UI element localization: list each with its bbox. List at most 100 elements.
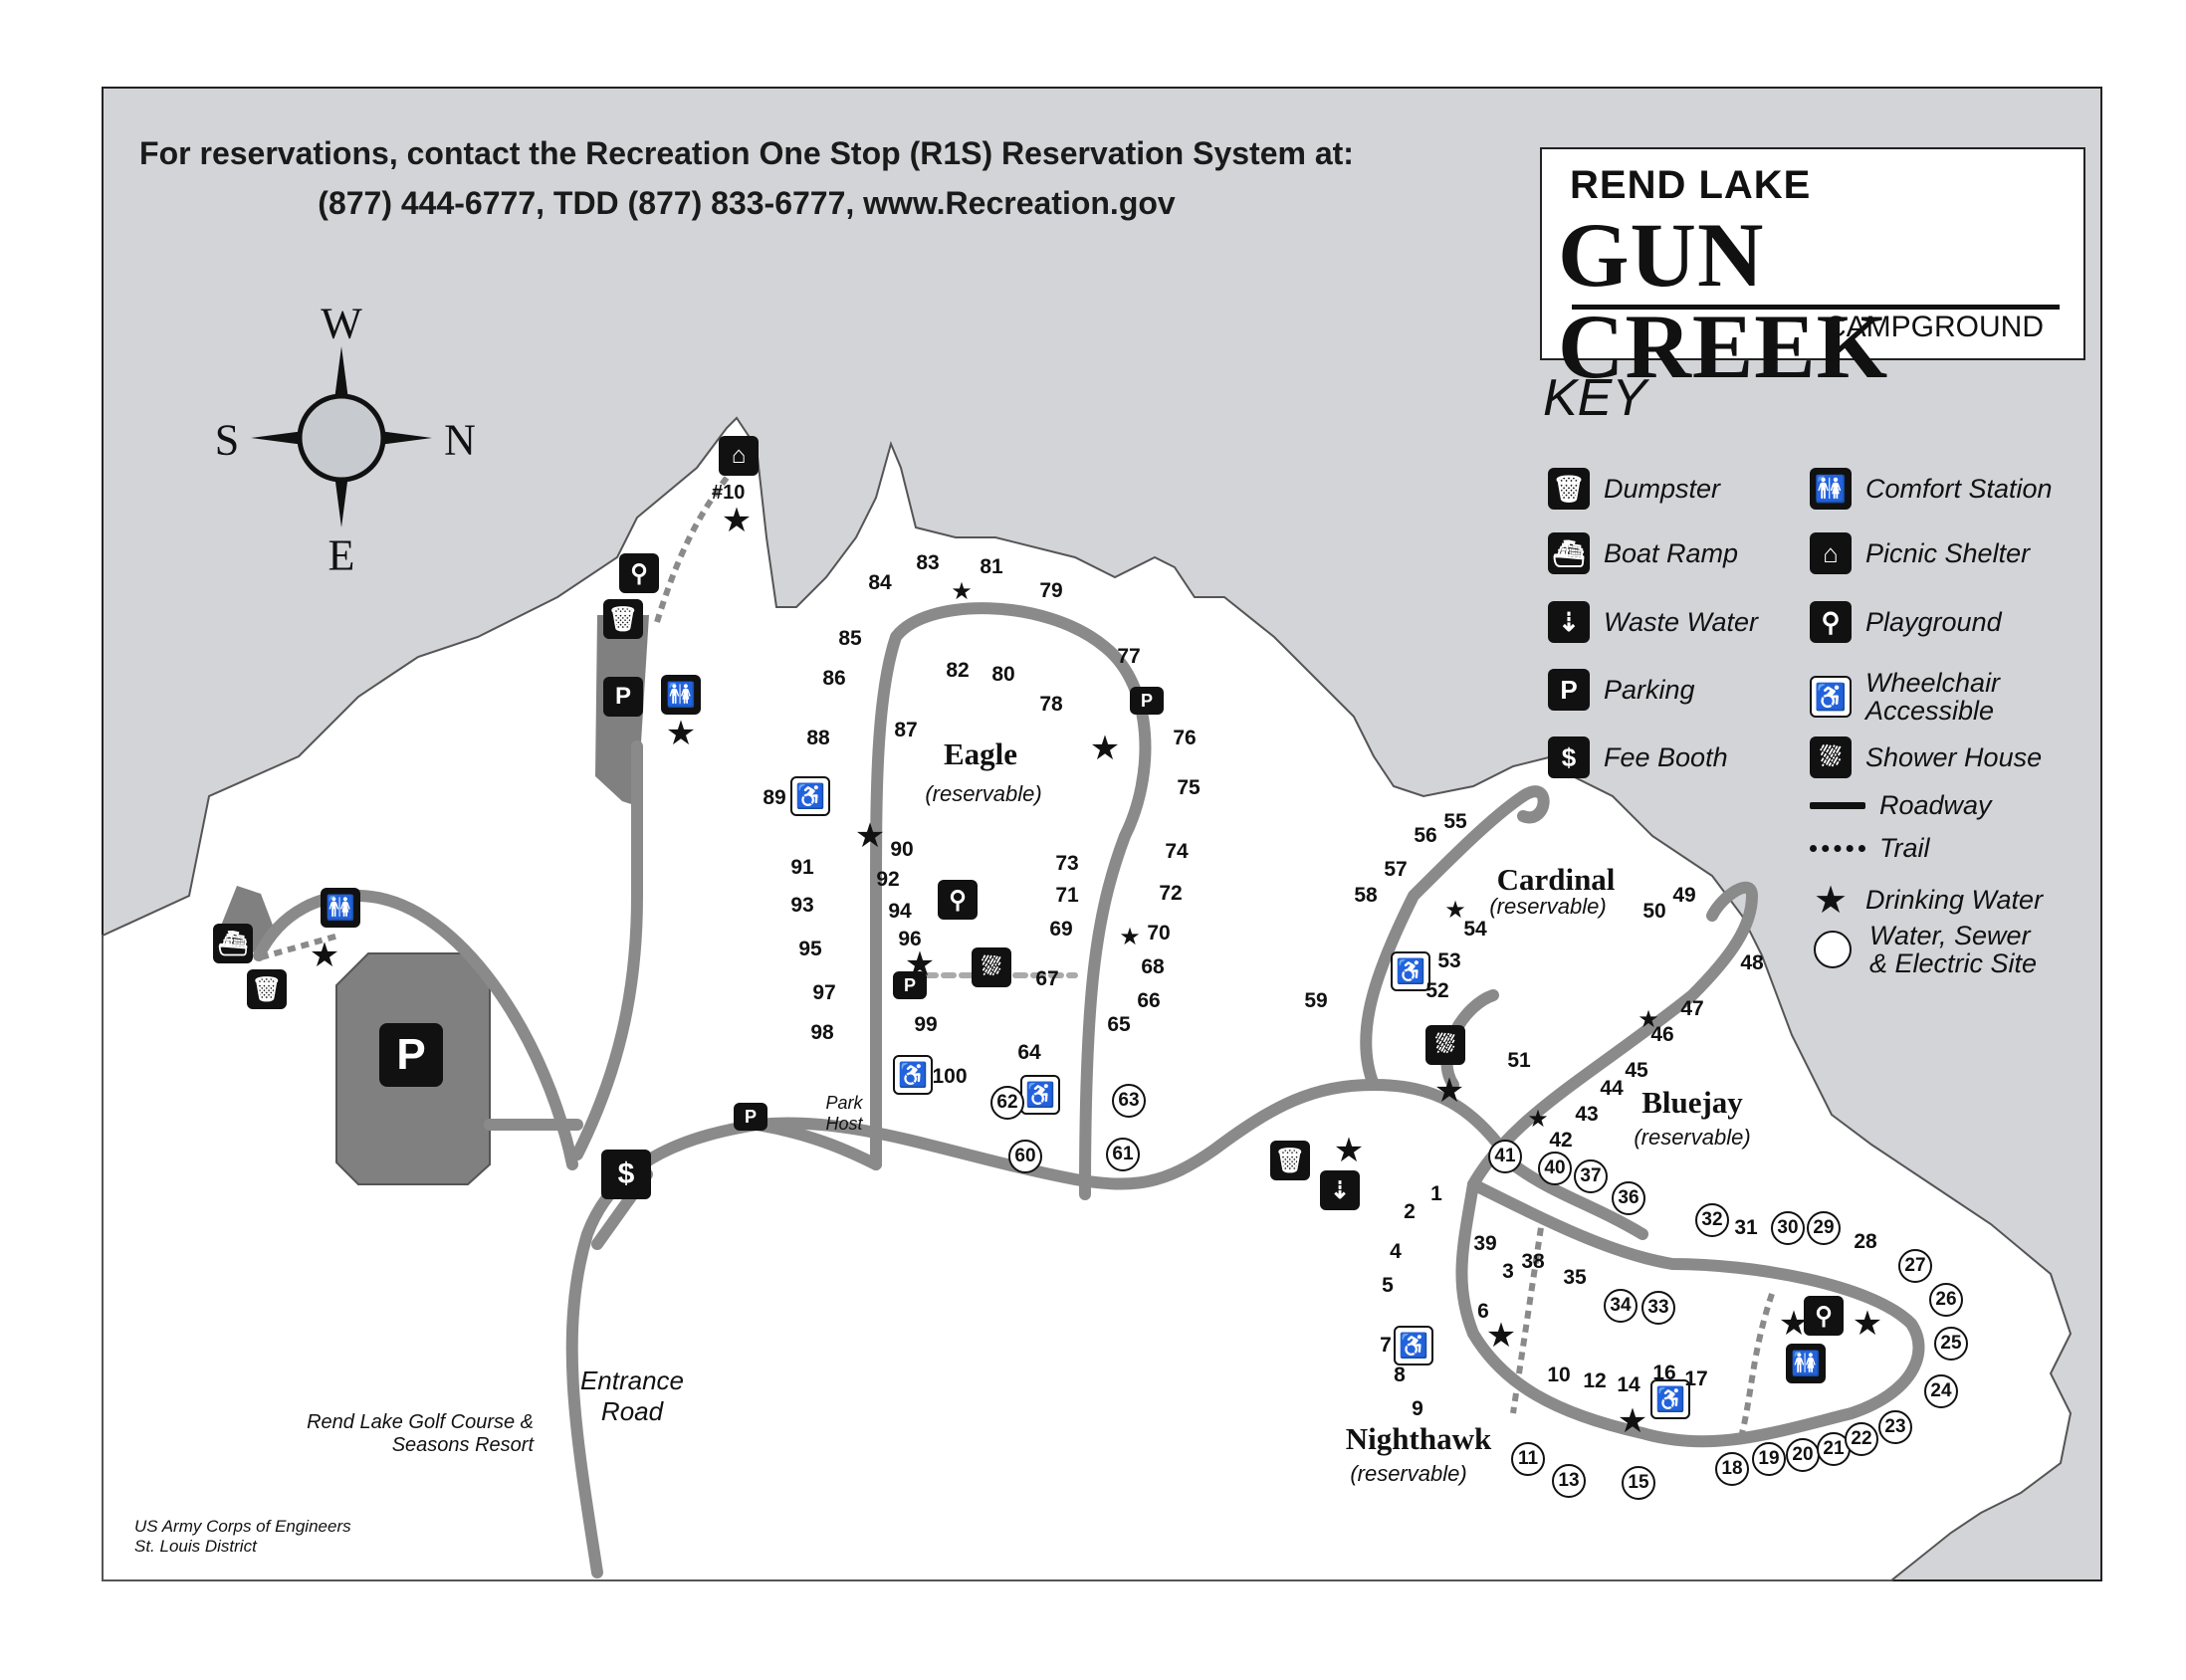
area-nighthawk-note: (reservable) — [1350, 1461, 1467, 1486]
campsite: 86 — [822, 667, 846, 690]
playground-icon: ⚲ — [1810, 601, 1852, 643]
campsite-full-hookup: 22 — [1845, 1422, 1878, 1456]
campsite: 55 — [1443, 810, 1467, 833]
campsite: 69 — [1049, 918, 1073, 941]
wheelchair-icon: ♿ — [1394, 1326, 1433, 1365]
campsite: 53 — [1437, 949, 1461, 972]
campsite-full-hookup: 63 — [1112, 1084, 1146, 1118]
parking-icon: P — [603, 677, 643, 717]
campsite: 99 — [914, 1013, 938, 1036]
campsite: 5 — [1382, 1274, 1394, 1297]
comfort-station-icon: 🚻 — [321, 888, 360, 928]
water-sewer-electric-icon — [1814, 931, 1852, 969]
shower-house-icon: ⛆ — [1425, 1025, 1465, 1065]
key-item-picnic-shelter: ⌂Picnic Shelter — [1810, 532, 2030, 574]
campsite-full-hookup: 19 — [1752, 1442, 1786, 1476]
key-label: Waste Water — [1604, 606, 1759, 637]
key-label: Dumpster — [1604, 473, 1721, 504]
campsite-full-hookup: 25 — [1934, 1327, 1968, 1361]
key-label: Parking — [1604, 674, 1695, 705]
waste-water-icon: ⇣ — [1320, 1170, 1360, 1210]
key-item-boat-ramp: ⛴Boat Ramp — [1548, 532, 1738, 574]
key-item-comfort-station: 🚻Comfort Station — [1810, 468, 2053, 510]
campsite: 58 — [1354, 884, 1378, 907]
shower-house-icon: ⛆ — [1810, 736, 1852, 778]
campsite: 17 — [1684, 1367, 1708, 1390]
campsite: 88 — [806, 727, 830, 749]
campsite: 67 — [1035, 967, 1059, 990]
parking-icon: P — [893, 971, 927, 999]
campsite: 3 — [1502, 1260, 1514, 1283]
comfort-station-icon: 🚻 — [661, 675, 701, 715]
campsite: 96 — [898, 928, 922, 950]
campsite: 45 — [1625, 1059, 1648, 1082]
title-campground: CAMPGROUND — [1824, 311, 2044, 343]
compass-top-label: W — [321, 299, 362, 348]
campsite-full-hookup: 61 — [1106, 1138, 1140, 1171]
campsite: 80 — [991, 663, 1015, 686]
key-item-shower-house: ⛆Shower House — [1810, 736, 2042, 778]
campsite: 77 — [1117, 645, 1141, 668]
reservation-info-line1: For reservations, contact the Recreation… — [139, 135, 1354, 171]
boat-ramp-icon: ⛴ — [213, 924, 253, 963]
key-label: Playground — [1865, 606, 2002, 637]
campsite: 10 — [1547, 1364, 1571, 1386]
campsite: 56 — [1414, 824, 1437, 847]
key-label: Water, Sewer & Electric Site — [1869, 921, 2038, 979]
shower-house-icon: ⛆ — [972, 947, 1011, 987]
campsite: 59 — [1304, 989, 1328, 1012]
compass-right-label: N — [444, 415, 476, 465]
corps-label: US Army Corps of Engineers St. Louis Dis… — [134, 1517, 351, 1556]
key-item-waste-water: ⇣Waste Water — [1548, 601, 1758, 643]
campsite-full-hookup: 62 — [990, 1086, 1024, 1120]
dumpster-icon: 🗑 — [1548, 468, 1590, 510]
campsite: 16 — [1652, 1362, 1676, 1384]
site-10-label: #10 — [712, 482, 746, 504]
campsite: 14 — [1617, 1373, 1640, 1396]
drinking-water-icon: ★ — [951, 578, 973, 605]
fee-booth-icon: $ — [601, 1150, 651, 1199]
campsite: 6 — [1477, 1300, 1489, 1323]
drinking-water-icon: ★ — [309, 937, 340, 974]
campsite: 50 — [1642, 900, 1666, 923]
area-bluejay-name: Bluejay — [1641, 1085, 1743, 1120]
picnic-shelter-icon: ⌂ — [719, 436, 759, 476]
campsite-full-hookup: 20 — [1786, 1438, 1820, 1472]
campsite: 42 — [1549, 1129, 1573, 1152]
trails — [260, 476, 1775, 1434]
campsite-full-hookup: 18 — [1715, 1452, 1749, 1486]
drinking-water-icon: ★ — [1638, 1006, 1659, 1033]
campsite: 73 — [1055, 852, 1079, 875]
campsite: 97 — [812, 981, 836, 1004]
campsite: 98 — [810, 1021, 834, 1044]
campsite-full-hookup: 23 — [1878, 1410, 1912, 1444]
drinking-water-icon: ★ — [1813, 880, 1849, 922]
title-box: REND LAKE GUN CREEK CAMPGROUND — [1540, 147, 2085, 392]
campsite: 9 — [1412, 1397, 1423, 1420]
campsite: 90 — [890, 838, 914, 861]
campsite: 31 — [1734, 1216, 1758, 1239]
campsite: 35 — [1563, 1266, 1587, 1289]
key-label: Drinking Water — [1865, 885, 2044, 916]
campsite: 51 — [1507, 1049, 1531, 1072]
title-lake: REND LAKE — [1570, 163, 1812, 207]
key-item-trail: Trail — [1810, 834, 1930, 862]
drinking-water-icon: ★ — [1433, 1072, 1465, 1110]
campsite: 92 — [876, 868, 900, 891]
area-cardinal-note: (reservable) — [1489, 894, 1607, 919]
key-item-playground: ⚲ Playground — [1810, 601, 2002, 643]
dumpster-icon: 🗑 — [247, 969, 287, 1009]
campsite: 94 — [888, 900, 912, 923]
area-cardinal-name: Cardinal — [1496, 862, 1616, 897]
playground-icon: ⚲ — [938, 880, 978, 920]
fee-booth-icon: $ — [1548, 736, 1590, 778]
campsite: 93 — [790, 894, 814, 917]
drinking-water-icon: ★ — [721, 502, 753, 539]
campsite: 89 — [763, 786, 786, 809]
campsite: 75 — [1177, 776, 1201, 799]
wheelchair-icon: ♿ — [893, 1055, 933, 1095]
compass-left-label: S — [214, 415, 240, 465]
campsite: 46 — [1650, 1023, 1674, 1046]
campsite: 76 — [1173, 727, 1197, 749]
campsite: 8 — [1394, 1364, 1406, 1386]
